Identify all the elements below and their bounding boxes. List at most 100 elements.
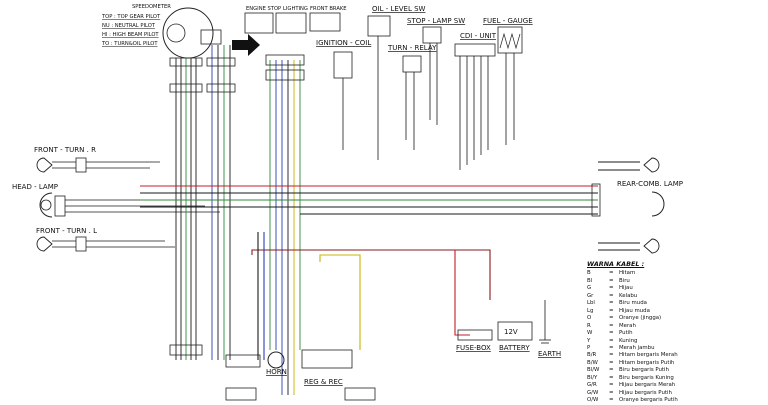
legend-equals: = (609, 285, 614, 292)
horn-icon (267, 351, 285, 369)
legend-code: G (587, 285, 592, 292)
legend-color-name: Biru bergaris Putih (619, 367, 669, 374)
legend-equals: = (609, 307, 614, 314)
legend-color-name: Merah (619, 322, 636, 329)
head-lamp-label: HEAD - LAMP (12, 183, 58, 191)
legend-row: G/R=Hijau bergaris Merah (587, 382, 763, 389)
handlebar-switches: ENGINE STOP LIGHTING FRONT BRAKE (244, 6, 347, 34)
legend-equals: = (609, 367, 614, 374)
legend-code: O/W (587, 397, 599, 404)
reg-rec-unit (301, 349, 353, 369)
reg-rec-label: REG & REC (304, 378, 343, 386)
engine-stop-label: ENGINE STOP (246, 6, 281, 12)
speedometer-gauge (162, 7, 214, 59)
legend-equals: = (609, 315, 614, 322)
legend-equals: = (609, 382, 614, 389)
earth-label: EARTH (538, 350, 561, 358)
legend-color-name: Kuning (619, 337, 638, 344)
connector-block (225, 354, 261, 368)
head-lamp-connector (54, 195, 66, 217)
legend-code: P (587, 344, 591, 351)
legend-equals: = (609, 322, 614, 329)
battery-group: 12V BATTERY (497, 321, 533, 352)
legend-color-name: Kelabu (619, 292, 638, 299)
front-turn-l-connector (75, 236, 87, 252)
rear-comb-lamp-icon (651, 191, 665, 217)
legend-color-name: Merah jambu (619, 344, 655, 351)
legend-equals: = (609, 344, 614, 351)
legend-row: R = Merah (587, 323, 763, 330)
front-turn-l-lamp-icon (36, 236, 53, 252)
legend-equals: = (609, 352, 614, 359)
ignition-coil-label: IGNITION - COIL (316, 39, 371, 47)
head-lamp-icon (39, 192, 53, 218)
legend-code: Bl (587, 277, 593, 284)
legend-row: O/W=Oranye bergaris Putih (587, 397, 763, 404)
connector-block (344, 387, 376, 401)
legend-code: O (587, 315, 592, 322)
stop-lamp-label: STOP - LAMP SW (407, 17, 465, 25)
legend-color-name: Putih (619, 330, 633, 337)
battery-voltage-label: 12V (504, 328, 518, 336)
connector-block (169, 57, 203, 67)
harness-connectors (169, 54, 305, 368)
legend-equals: = (609, 374, 614, 381)
legend-row: Bl=Biru (587, 278, 763, 285)
rear-connector (591, 183, 601, 217)
legend-code: Lbl (587, 300, 595, 307)
speedometer-dial (166, 23, 186, 43)
legend-code: B (587, 270, 591, 277)
legend-code: Lg (587, 307, 594, 314)
legend-equals: = (609, 330, 614, 337)
fuel-gauge-label: FUEL - GAUGE (483, 17, 533, 25)
turn-relay (402, 55, 422, 73)
legend-code: B/W (587, 359, 598, 366)
legend-row: Lbl=Biru muda (587, 300, 763, 307)
reg-rec-group: REG & REC (225, 349, 376, 401)
rear-turn-r-lamp-icon (643, 157, 660, 173)
rear-comb-lamp-group: REAR-COMB. LAMP (591, 157, 683, 254)
legend-color-name: Hitam bergaris Merah (619, 352, 678, 359)
legend-color-name: Hitam bergaris Putih (619, 359, 675, 366)
connector-block (169, 344, 203, 356)
rear-harness (140, 161, 640, 251)
legend-code: R (587, 322, 591, 329)
horn-label: HORN (266, 368, 287, 376)
legend-equals: = (609, 397, 614, 404)
fuse-box-label: FUSE-BOX (456, 344, 491, 352)
connector-block (265, 54, 305, 66)
oil-level-switch (367, 15, 391, 37)
speedometer-connector (200, 29, 222, 45)
legend-color-name: Hijau muda (619, 307, 650, 314)
top-pilot-label: TOP : TOP GEAR PILOT (101, 14, 161, 20)
legend-code: Gr (587, 292, 594, 299)
hi-pilot-label: HI : HIGH BEAM PILOT (102, 32, 159, 38)
connector-block (206, 83, 236, 93)
legend-color-name: Hitam (619, 270, 636, 277)
ignition-coil (333, 51, 353, 79)
harness-vertical-wires (175, 45, 301, 395)
stop-lamp-switch (422, 26, 442, 44)
nu-pilot-label: NU : NEUTRAL PILOT (102, 23, 156, 29)
legend-color-name: Oranye (jingga) (619, 315, 662, 322)
speedometer-group: SPEEDOMETER TOP : TOP GEAR PILOT NU : NE… (101, 4, 222, 59)
fuel-gauge-sender (497, 26, 523, 54)
legend-color-name: Biru (619, 277, 630, 284)
legend-row: Bl/W=Biru bergaris Putih (587, 367, 763, 374)
front-turn-l-group: FRONT - TURN . L (36, 227, 97, 252)
legend-row: Y=Kuning (587, 338, 763, 345)
earth-group: EARTH (538, 300, 561, 358)
connector-block (225, 387, 257, 401)
front-brake-label: FRONT BRAKE (310, 6, 347, 12)
legend-color-name: Biru muda (619, 300, 647, 307)
engine-stop-switch (244, 12, 274, 34)
legend-row: B/R=Hitam bergaris Merah (587, 352, 763, 359)
front-brake-switch (309, 12, 341, 32)
battery-label: BATTERY (499, 344, 530, 352)
legend-code: W (587, 330, 593, 337)
oil-level-label: OIL - LEVEL SW (372, 5, 426, 13)
front-turn-r-group: FRONT - TURN . R (34, 146, 96, 173)
legend-row: B/W=Hitam bergaris Putih (587, 360, 763, 367)
turn-relay-label: TURN - RELAY (387, 44, 437, 52)
